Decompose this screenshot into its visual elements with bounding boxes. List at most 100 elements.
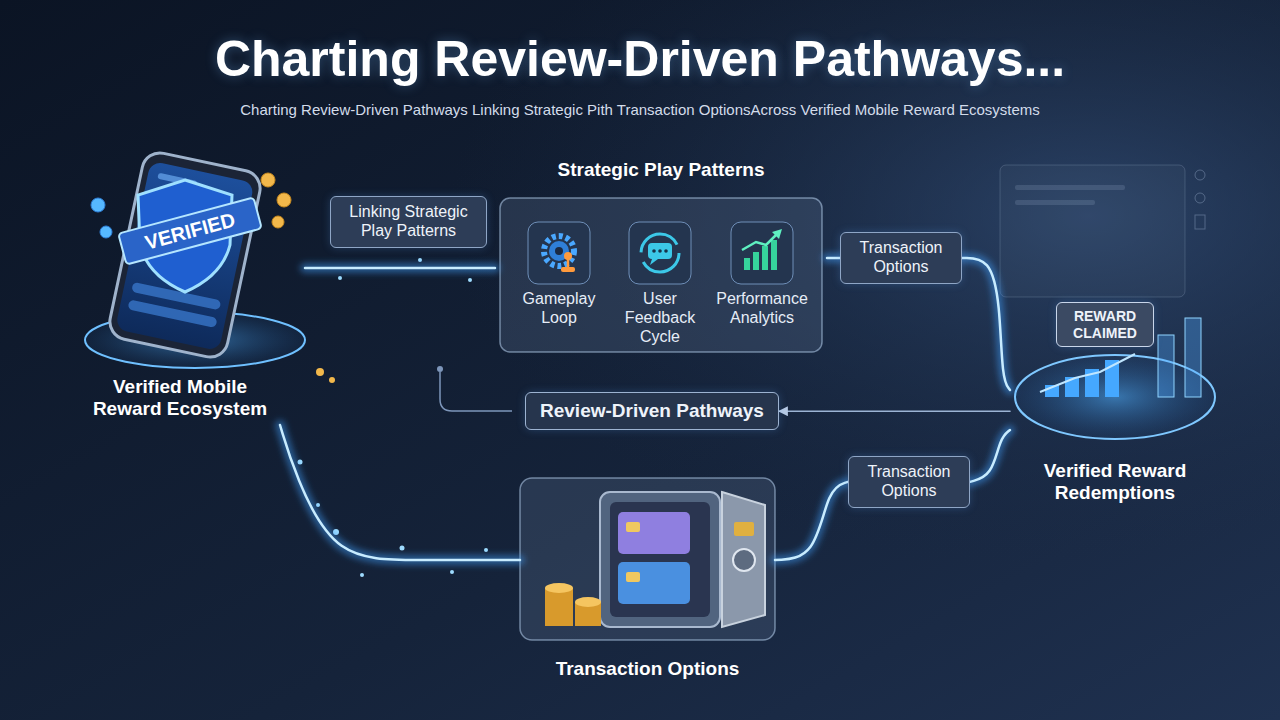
- icon-tile: [629, 222, 691, 284]
- particle: [316, 503, 320, 507]
- vault-door: [722, 492, 765, 627]
- node-label: Linking Strategic Play Patterns: [341, 203, 476, 241]
- analytics-icon: [742, 233, 778, 250]
- card-chip: [626, 522, 640, 532]
- flow-stream: [305, 267, 495, 270]
- node-label: REWARD CLAIMED: [1065, 308, 1145, 341]
- coin: [272, 216, 284, 228]
- flow-stream: [970, 430, 1010, 482]
- analytics-icon: [772, 229, 782, 239]
- particle: [484, 548, 488, 552]
- flow-stream: [962, 258, 1010, 390]
- flow-tag: Linking Strategic Play Patterns: [330, 196, 487, 248]
- analytics-icon: [744, 258, 750, 270]
- feedback-icon: [648, 243, 672, 259]
- node-label: Transaction Options: [851, 239, 951, 277]
- coin: [261, 173, 275, 187]
- node-label: Performance Analytics: [710, 290, 814, 328]
- stream-glow: [305, 263, 495, 273]
- chart-bar: [1185, 318, 1201, 397]
- ui-dot: [1195, 170, 1205, 180]
- gameplay-tile: Gameplay Loop: [507, 220, 611, 348]
- subtitle: Charting Review-Driven Pathways Linking …: [0, 101, 1280, 119]
- coin: [100, 226, 112, 238]
- ui-line: [1015, 200, 1095, 205]
- card-icon: [734, 522, 754, 536]
- leader-line: [440, 372, 512, 411]
- analytics-icon: [753, 252, 759, 270]
- node-label: Strategic Play Patterns: [511, 159, 811, 181]
- particle: [418, 258, 422, 262]
- redemption-platform: Verified Reward Redemptions: [1010, 350, 1220, 515]
- gear-icon: [544, 236, 574, 266]
- reward-badge: REWARD CLAIMED: [1056, 302, 1154, 347]
- stream-glow: [970, 430, 1010, 482]
- card-chip: [626, 572, 640, 582]
- verified-ribbon: [118, 197, 262, 264]
- feedback-icon: [650, 259, 658, 265]
- particle: [360, 573, 364, 577]
- particle: [338, 276, 342, 280]
- flow-stream: [827, 257, 840, 260]
- vault-interior: [610, 502, 710, 617]
- coin: [277, 193, 291, 207]
- stream-glow: [779, 406, 1010, 416]
- diagram-title: Charting Review-Driven Pathways...: [0, 30, 1280, 88]
- coin-stack: [575, 597, 601, 607]
- coin-stack: [545, 588, 573, 626]
- node-label: Transaction Options: [859, 463, 959, 501]
- vault-panel-frame: [520, 478, 775, 640]
- ui-line: [1015, 185, 1125, 190]
- badge-text: VERIFIED: [124, 203, 256, 260]
- icon-tile: [731, 222, 793, 284]
- node-label: Review-Driven Pathways: [540, 400, 764, 422]
- particle: [298, 460, 303, 465]
- screen-row: [127, 299, 217, 327]
- feedback-icon: [658, 249, 662, 253]
- coin: [329, 377, 335, 383]
- stream-glow: [280, 425, 520, 560]
- feedback-icon: [652, 249, 656, 253]
- leader-dot: [437, 366, 443, 372]
- card-icon: [618, 512, 690, 554]
- stream-glow: [827, 253, 840, 263]
- feedback-icon: [641, 234, 679, 272]
- phone-body: [107, 150, 264, 361]
- pathway-box: Review-Driven Pathways: [525, 392, 779, 430]
- strategy-panel-frame: [500, 198, 822, 352]
- joystick-icon: [564, 252, 572, 260]
- trend-line: [1040, 354, 1135, 392]
- ecosystem-platform: Verified Mobile Reward Ecosystem: [55, 150, 305, 425]
- ui-icon: [1195, 215, 1205, 229]
- flow-stream: [775, 482, 848, 560]
- stream-glow: [775, 482, 848, 560]
- vault-panel: Transaction Options: [520, 478, 775, 688]
- coin-stack: [545, 583, 573, 593]
- flow-tag: Transaction Options: [840, 232, 962, 284]
- feedback-icon: [664, 249, 668, 253]
- card-icon: [618, 562, 690, 604]
- node-label: Verified Reward Redemptions: [1020, 460, 1210, 505]
- coin: [91, 198, 105, 212]
- node-label: Gameplay Loop: [514, 290, 604, 328]
- coin: [316, 368, 324, 376]
- stream-glow: [962, 258, 1010, 390]
- strategy-panel: Strategic Play PatternsGameplay LoopUser…: [495, 155, 827, 352]
- flow-tag: Transaction Options: [848, 456, 970, 508]
- flow-stream: [280, 425, 520, 560]
- analytics-tile: Performance Analytics: [710, 220, 814, 348]
- ui-panel: [1000, 165, 1185, 297]
- vault-handle: [733, 549, 755, 571]
- icon-tile: [528, 222, 590, 284]
- node-label: Verified Mobile Reward Ecosystem: [85, 376, 275, 421]
- node-label: Transaction Options: [533, 658, 763, 680]
- vault-body: [600, 492, 720, 627]
- ui-dot: [1195, 193, 1205, 203]
- gear-icon: [555, 247, 563, 255]
- analytics-icon: [771, 240, 777, 270]
- feedback-tile: User Feedback Cycle: [608, 220, 712, 348]
- particle: [400, 546, 405, 551]
